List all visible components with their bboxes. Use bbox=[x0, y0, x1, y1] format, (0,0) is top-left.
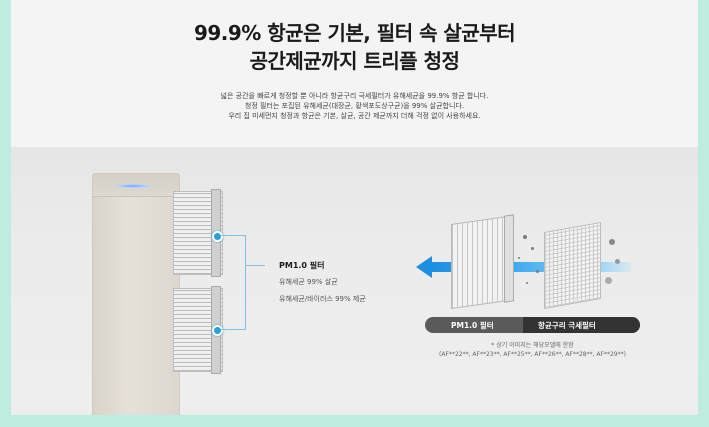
disclaimer-note: * 상기 이미지는 해당모델에 한함 bbox=[491, 342, 574, 349]
description-line-1: 넓은 공간을 빠르게 청정할 뿐 아니라 항균구리 극세필터가 유해세균을 99… bbox=[220, 92, 489, 100]
legend-label-copper: 항균구리 극세필터 bbox=[538, 321, 596, 330]
copper-mesh-filter-image bbox=[544, 221, 601, 310]
pm10-filter-image bbox=[451, 215, 508, 310]
dust-particle bbox=[609, 239, 615, 245]
filter-legend-bar-right bbox=[523, 317, 640, 333]
dust-particle bbox=[518, 257, 520, 259]
dust-particle bbox=[536, 270, 539, 273]
legend-label-pm10: PM1.0 필터 bbox=[451, 321, 494, 330]
status-light bbox=[115, 184, 151, 188]
dust-particle bbox=[531, 247, 534, 250]
headline-line-2: 공간제균까지 트리플 청정 bbox=[249, 49, 460, 73]
content-panel: 99.9% 항균은 기본, 필터 속 살균부터 공간제균까지 트리플 청정 넓은… bbox=[11, 0, 698, 415]
callout-dot-lower bbox=[212, 325, 223, 336]
airflow-arrow bbox=[431, 262, 631, 272]
dust-particle bbox=[615, 259, 620, 264]
callout-line bbox=[221, 329, 246, 330]
product-illustration-area: PM1.0 필터 유해세균 99% 살균 유해세균/바이러스 99% 제균 PM… bbox=[11, 147, 698, 415]
filter-info-line-1: 유해세균 99% 살균 bbox=[279, 278, 338, 286]
filter-info-line-2: 유해세균/바이러스 99% 제균 bbox=[279, 295, 366, 303]
filter-info-title: PM1.0 필터 bbox=[279, 261, 325, 270]
dust-particle bbox=[523, 235, 527, 239]
pm10-filter-frame bbox=[504, 214, 514, 303]
model-list-note: (AF**22**, AF**23**, AF**25**, AF**26**,… bbox=[439, 351, 626, 358]
dust-particle bbox=[526, 282, 528, 284]
callout-line bbox=[221, 235, 246, 236]
description-line-2: 청정 필터는 포집된 유해세균(대장균, 황색포도상구균)을 99% 살균합니다… bbox=[244, 102, 465, 110]
callout-dot-upper bbox=[212, 231, 223, 242]
air-purifier-image bbox=[92, 173, 180, 415]
callout-line bbox=[245, 265, 265, 266]
callout-line bbox=[245, 235, 246, 330]
description-line-3: 우리 집 미세먼지 청정과 항균은 기본, 살균, 공간 제균까지 더해 걱정 … bbox=[228, 112, 481, 120]
airflow-arrow-head bbox=[416, 256, 432, 278]
dust-particle bbox=[605, 277, 612, 284]
purifier-top-panel bbox=[93, 174, 179, 197]
headline-line-1: 99.9% 항균은 기본, 필터 속 살균부터 bbox=[193, 21, 516, 45]
